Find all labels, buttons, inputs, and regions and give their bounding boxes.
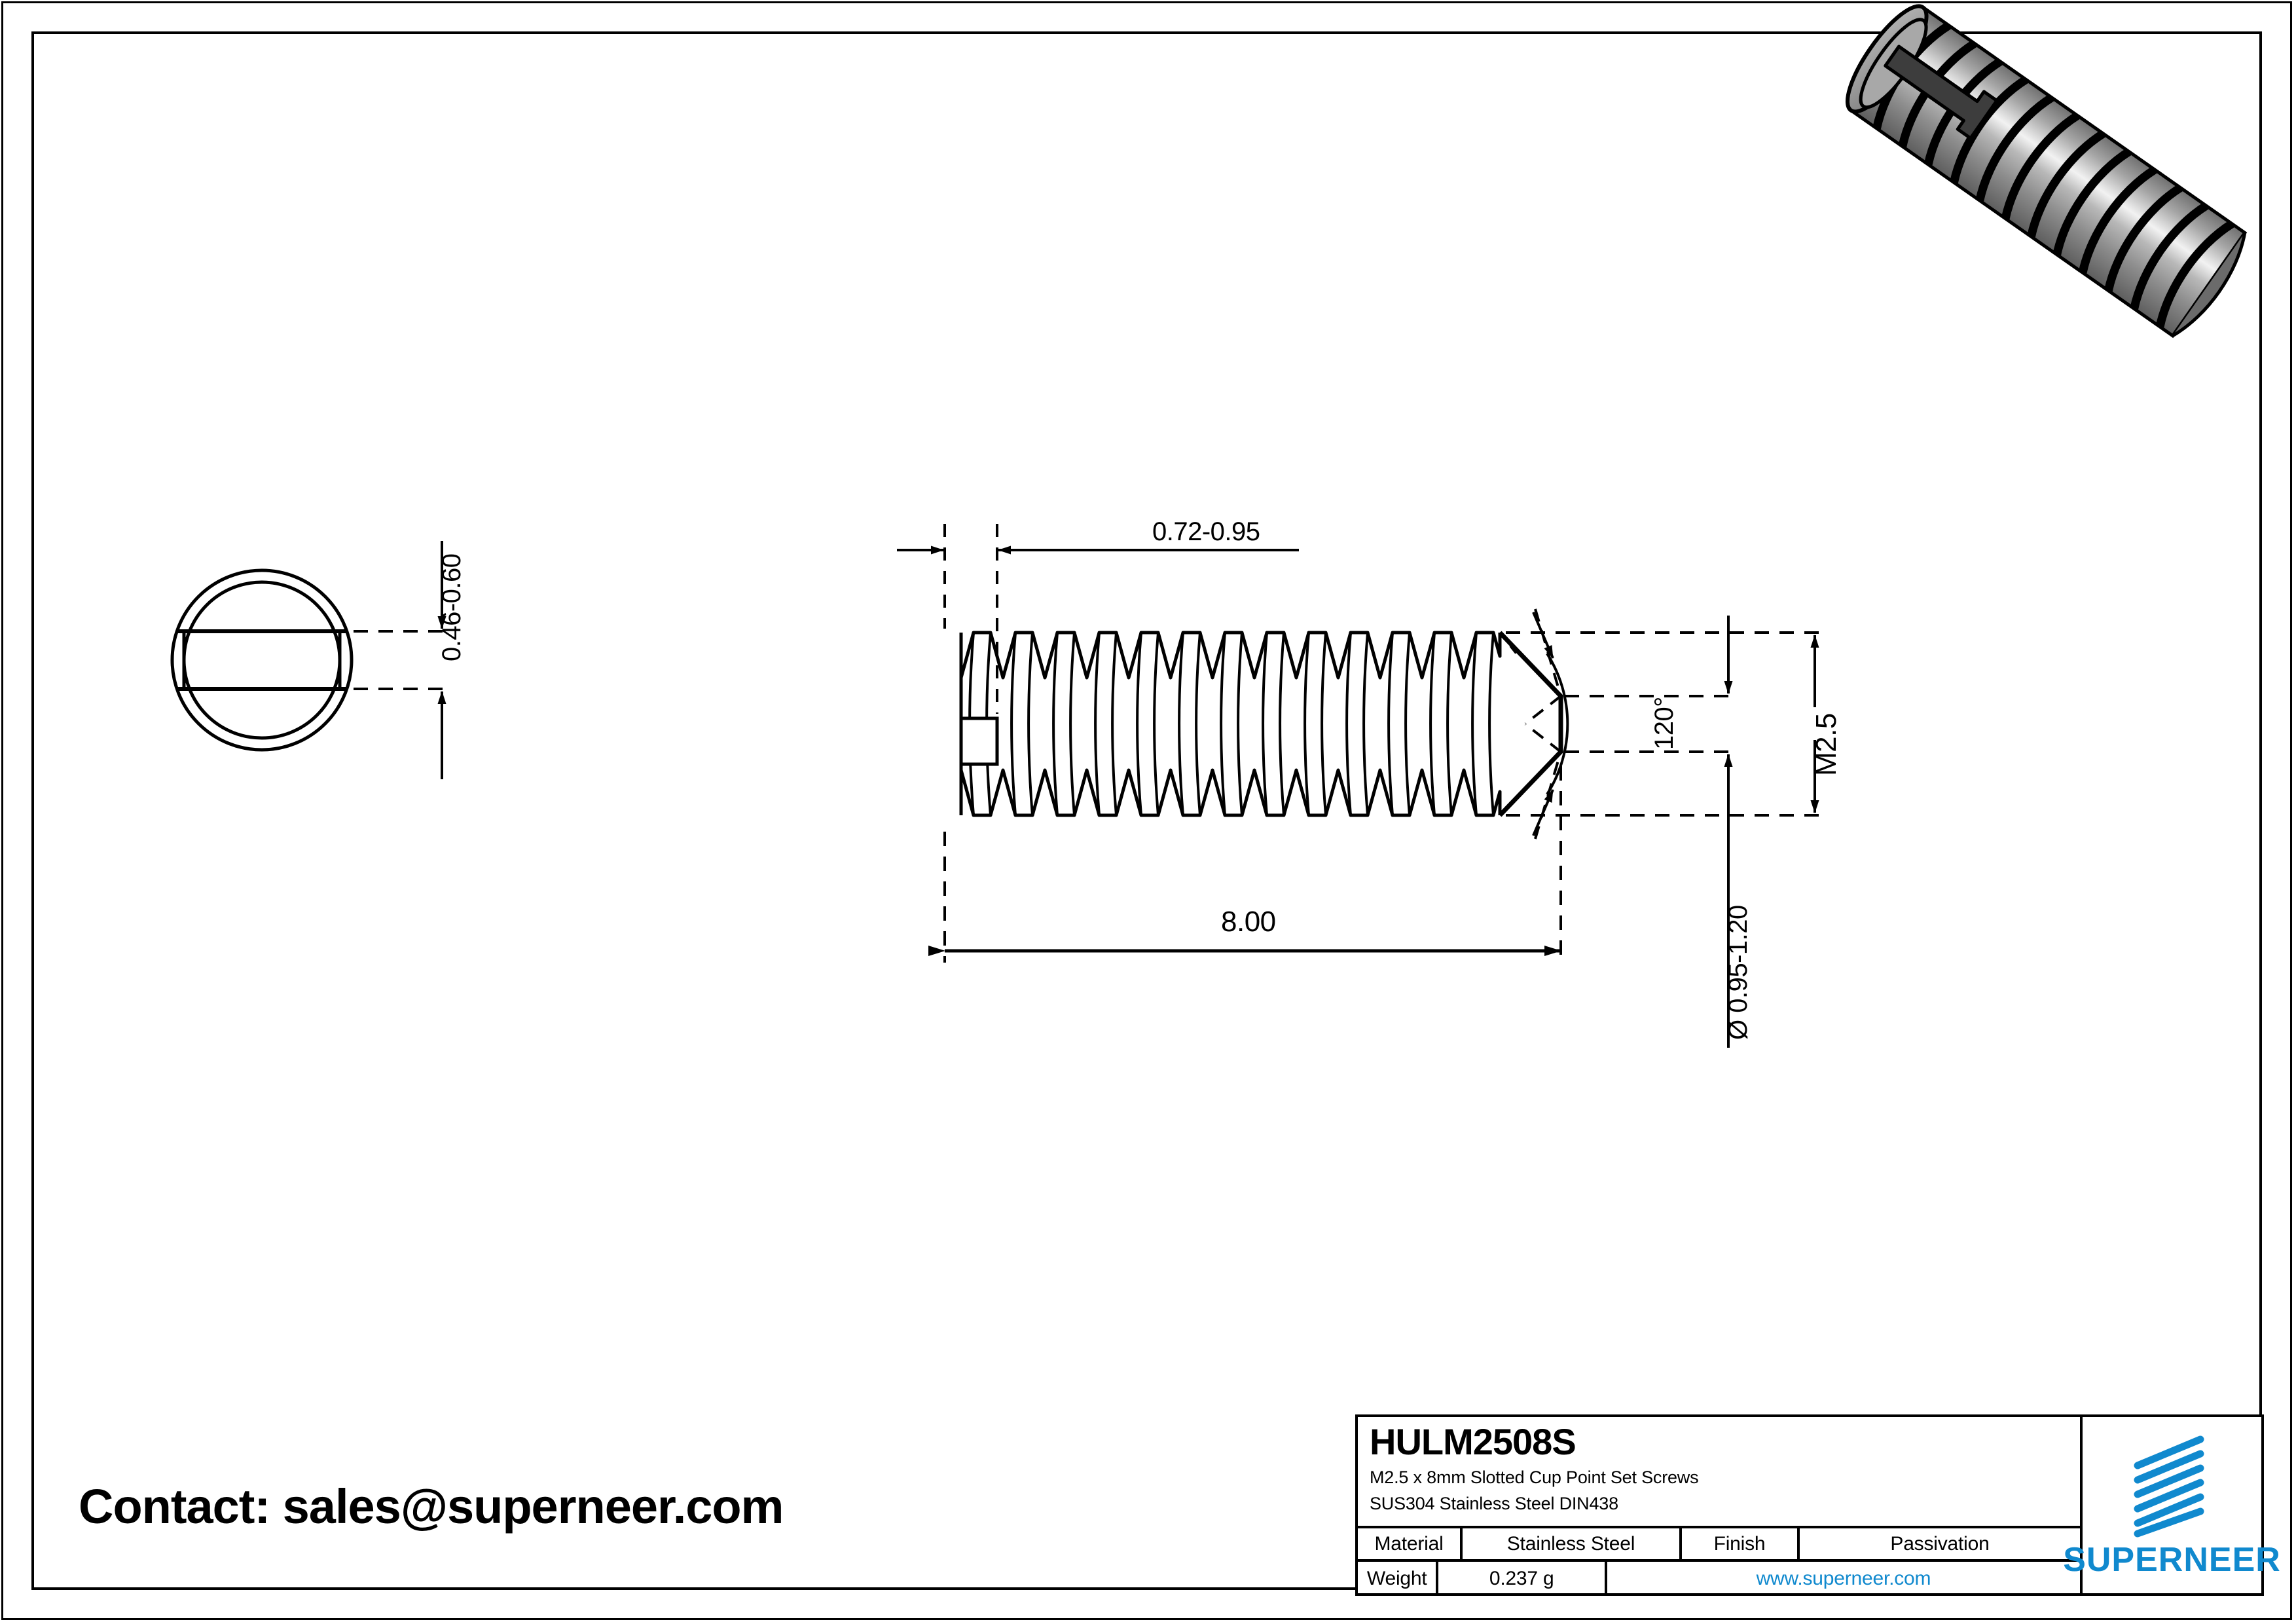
end-view-circle bbox=[170, 568, 354, 752]
side-view-threaded-body bbox=[959, 631, 1502, 817]
slot-width-label: 0.72-0.95 bbox=[1152, 517, 1260, 546]
slot-width-dimension bbox=[897, 524, 1299, 714]
isometric-render-setscrew bbox=[1845, 4, 2248, 339]
point-angle-label: 120° bbox=[1650, 697, 1679, 750]
website-link[interactable]: www.superneer.com bbox=[1756, 1567, 1931, 1589]
slot-depth-dimension bbox=[354, 541, 452, 779]
cup-diameter-dimension bbox=[1565, 616, 1739, 1048]
side-view-slot bbox=[959, 716, 999, 766]
finish-value: Passivation bbox=[1890, 1532, 1990, 1555]
table-row: Weight 0.237 g www.superneer.com bbox=[1358, 1562, 2080, 1595]
page-border-inner bbox=[31, 31, 2262, 1590]
thread-size-dimension bbox=[1506, 631, 1827, 817]
title-block: HULM2508S M2.5 x 8mm Slotted Cup Point S… bbox=[1355, 1414, 2280, 1596]
description-line-2: SUS304 Stainless Steel DIN438 bbox=[1370, 1494, 1618, 1513]
title-block-spec-table: Material Stainless Steel Finish Passivat… bbox=[1358, 1528, 2080, 1596]
title-block-left: HULM2508S M2.5 x 8mm Slotted Cup Point S… bbox=[1358, 1417, 2083, 1596]
thread-size-label: M2.5 bbox=[1810, 713, 1842, 776]
material-label: Material bbox=[1358, 1528, 1463, 1559]
part-number: HULM2508S bbox=[1370, 1421, 1576, 1462]
table-row: Material Stainless Steel Finish Passivat… bbox=[1358, 1528, 2080, 1562]
finish-label: Finish bbox=[1682, 1528, 1800, 1559]
point-angle-dimension bbox=[1532, 608, 1569, 840]
contact-line: Contact: sales@superneer.com bbox=[79, 1479, 784, 1534]
weight-value: 0.237 g bbox=[1438, 1562, 1607, 1595]
title-block-header: HULM2508S M2.5 x 8mm Slotted Cup Point S… bbox=[1358, 1417, 2080, 1528]
cup-diameter-label: Ø 0.95-1.20 bbox=[1724, 905, 1753, 1040]
cup-point-geometry bbox=[1498, 631, 1563, 817]
slot-depth-label: 0.46-0.60 bbox=[437, 553, 466, 661]
length-dimension bbox=[928, 766, 1562, 963]
brand-cell: SUPERNEER bbox=[2063, 1417, 2280, 1593]
weight-label: Weight bbox=[1358, 1562, 1439, 1595]
material-value: Stainless Steel bbox=[1463, 1528, 1682, 1559]
length-label: 8.00 bbox=[1221, 906, 1276, 938]
superneer-logo-icon bbox=[2134, 1435, 2204, 1537]
brand-wordmark: SUPERNEER bbox=[2063, 1540, 2281, 1579]
description-line-1: M2.5 x 8mm Slotted Cup Point Set Screws bbox=[1370, 1467, 1699, 1487]
